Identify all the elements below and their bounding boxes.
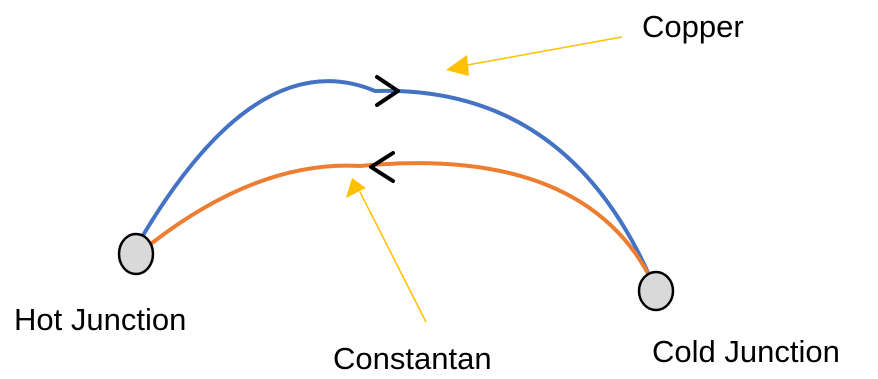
copper-direction-arrow: [375, 75, 400, 107]
hot-junction-node: [117, 232, 155, 276]
copper-label: Copper: [642, 9, 744, 44]
copper-wire: [140, 79, 652, 279]
constantan-label: Constantan: [333, 341, 492, 376]
hot-junction-label: Hot Junction: [14, 302, 186, 337]
constantan-pointer-arrowhead: [346, 178, 366, 198]
cold-junction-node: [637, 270, 675, 312]
constantan-direction-arrow: [369, 151, 395, 183]
copper-pointer-arrowhead: [446, 55, 469, 76]
constantan-pointer-line: [359, 191, 427, 323]
constantan-wire: [150, 161, 652, 279]
cold-junction-label: Cold Junction: [652, 334, 840, 369]
copper-pointer-line: [461, 36, 623, 67]
